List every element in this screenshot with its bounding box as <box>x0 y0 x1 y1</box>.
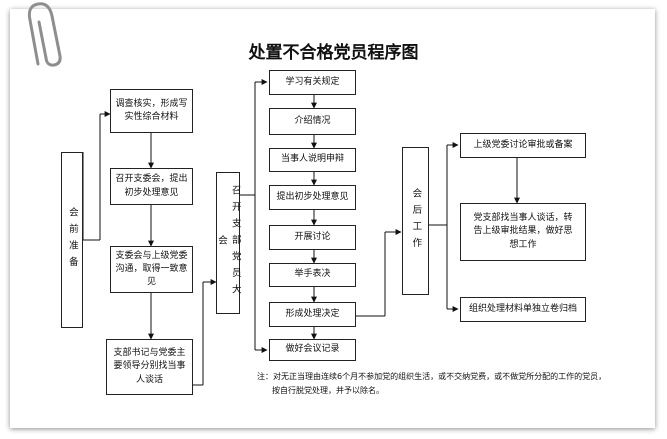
pre-meeting-label: 会前准备 <box>61 152 83 328</box>
meeting-step-6: 举手表决 <box>269 263 356 287</box>
footnote-line-2: 按自行脱党处理，并予以除名。 <box>272 386 384 395</box>
post-step-3: 组织处理材料单独立卷归档 <box>460 297 586 322</box>
meeting-step-8: 做好会议记录 <box>269 339 356 361</box>
pre-step-3: 支委会与上级党委沟通，取得一致意见 <box>110 246 193 293</box>
footnote-line-1: 注：对无正当理由连续6个月不参加党的组织生活，或不交纳党费，或不做党所分配的工作… <box>257 372 607 381</box>
pre-step-4: 支部书记与党委主要领导分别找当事人谈话 <box>106 339 193 395</box>
post-step-2: 党支部找当事人谈话，转告上级审批结果，做好思想工作 <box>460 203 586 261</box>
post-meeting-label: 会后工作 <box>402 147 429 295</box>
meeting-step-3: 当事人说明申辩 <box>269 148 356 172</box>
general-meeting-label: 召开支部党员大会 <box>216 172 241 314</box>
pre-step-2: 召开支委会，提出初步处理意见 <box>110 168 193 205</box>
post-step-1: 上级党委讨论审批或备案 <box>460 133 586 158</box>
meeting-step-2: 介绍情况 <box>269 108 356 135</box>
meeting-step-5: 开展讨论 <box>269 225 356 250</box>
meeting-step-1: 学习有关规定 <box>269 70 356 95</box>
paperclip-icon <box>27 2 62 67</box>
diagram-title: 处置不合格党员程序图 <box>248 43 419 63</box>
meeting-step-4: 提出初步处理意见 <box>269 185 356 210</box>
pre-step-1: 调查核实，形成写实性综合材料 <box>110 89 193 133</box>
meeting-step-7: 形成处理决定 <box>269 302 356 327</box>
